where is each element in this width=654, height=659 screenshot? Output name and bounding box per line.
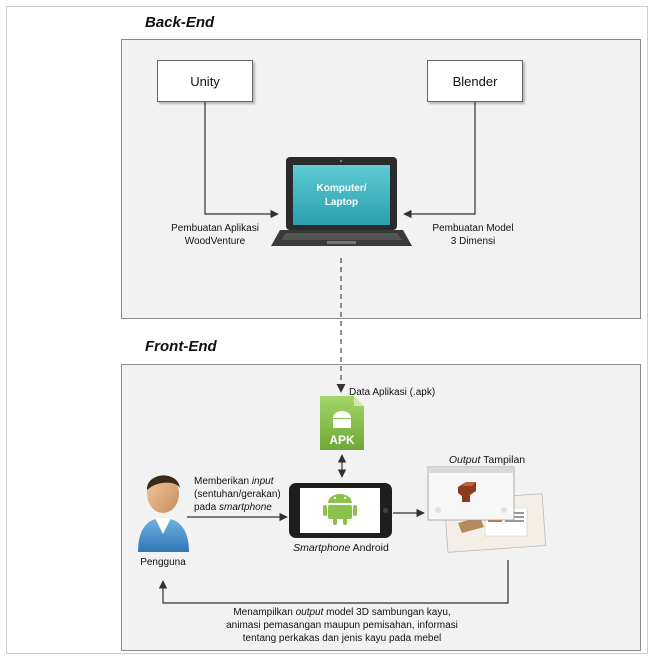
input-caption-line3-pre: pada	[194, 502, 220, 513]
output-title: Output Tampilan	[432, 454, 542, 467]
bottom-caption-line1-post: model 3D sambungan kayu,	[323, 607, 451, 618]
smartphone-caption: Smartphone Android	[280, 542, 402, 555]
android-logo-icon	[323, 494, 357, 525]
output-screenshot-image	[427, 466, 547, 553]
laptop-icon: Komputer/ Laptop	[271, 157, 412, 246]
user-icon	[138, 475, 189, 552]
input-caption-line1-em: input	[251, 476, 274, 487]
blender-label: Blender	[452, 73, 498, 89]
input-caption-line3-em: smartphone	[219, 502, 272, 513]
unity-box: Unity	[157, 60, 253, 102]
frontend-title: Front-End	[145, 338, 217, 355]
bottom-caption: Menampilkan output model 3D sambungan ka…	[212, 606, 472, 645]
input-caption: Memberikan input (sentuhan/gerakan) pada…	[194, 475, 281, 514]
unity-caption-line1: Pembuatan Aplikasi	[171, 223, 259, 234]
bottom-caption-line2: animasi pemasangan maupun pemisahan, inf…	[226, 620, 458, 631]
apk-label: APK	[329, 433, 355, 447]
data-app-label: Data Aplikasi (.apk)	[349, 387, 436, 398]
blender-caption: Pembuatan Model 3 Dimensi	[418, 222, 528, 248]
blender-to-laptop-arrow	[403, 102, 476, 219]
bottom-caption-line1: Menampilkan output model 3D sambungan ka…	[212, 606, 472, 619]
user-label: Pengguna	[140, 557, 186, 568]
laptop-screen-line1: Komputer/	[317, 183, 367, 194]
bottom-caption-line3: tentang perkakas dan jenis kayu pada meb…	[242, 633, 442, 644]
unity-to-laptop-arrow	[204, 102, 279, 219]
smartphone-caption-em: Smartphone	[293, 542, 351, 554]
output-title-rest: Tampilan	[480, 454, 526, 466]
unity-label: Unity	[190, 73, 220, 89]
unity-caption-line2: WoodVenture	[184, 236, 246, 247]
smartphone-caption-rest: Android	[350, 542, 389, 554]
output-title-em: Output	[448, 454, 481, 466]
input-caption-line3: pada smartphone	[194, 501, 281, 514]
output-to-user-arrow	[158, 560, 509, 604]
blender-box: Blender	[427, 60, 523, 102]
bottom-caption-line1-pre: Menampilkan	[233, 607, 296, 618]
unity-caption: Pembuatan Aplikasi WoodVenture	[160, 222, 270, 248]
bottom-caption-line1-em: output	[295, 607, 324, 618]
laptop-screen-line2: Laptop	[325, 197, 358, 208]
smartphone-icon	[289, 483, 392, 538]
apk-file-icon: APK	[320, 396, 364, 450]
input-caption-line1: Memberikan input	[194, 475, 281, 488]
blender-caption-line2: 3 Dimensi	[450, 236, 496, 247]
blender-caption-line1: Pembuatan Model	[432, 223, 514, 234]
input-caption-line1-pre: Memberikan	[194, 476, 252, 487]
backend-title: Back-End	[145, 14, 215, 31]
input-caption-line2: (sentuhan/gerakan)	[194, 489, 281, 500]
